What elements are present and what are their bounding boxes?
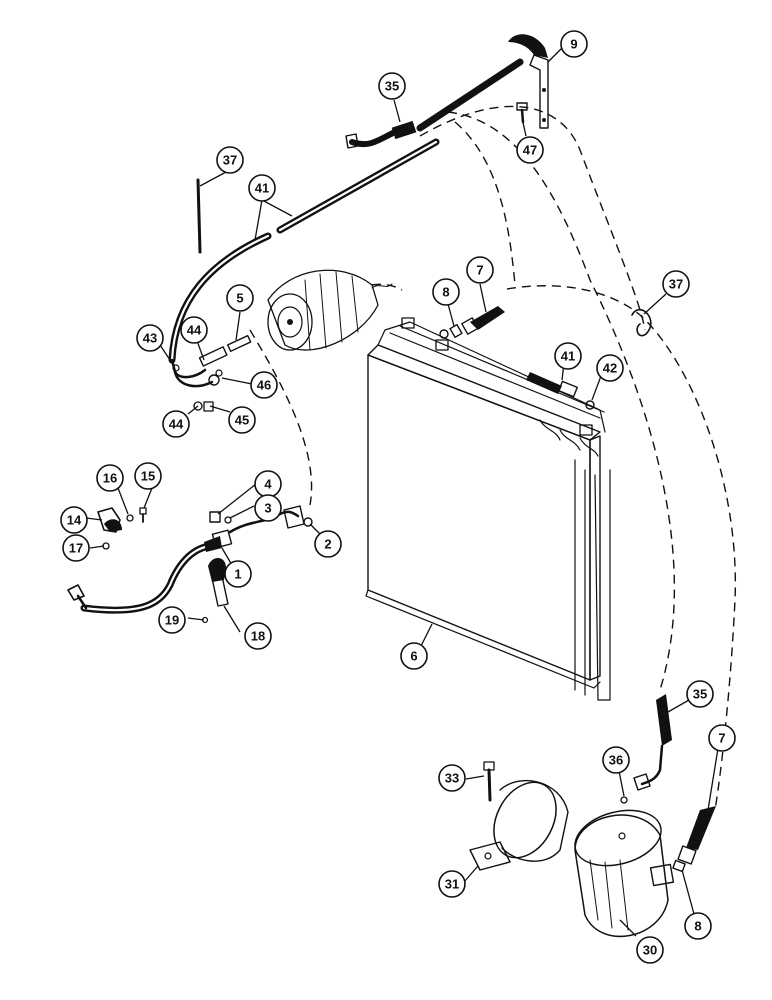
callout-label: 8 [442,285,449,300]
callout-41-upper: 41 [248,174,276,202]
callout-label: 19 [165,613,179,628]
callout-9: 9 [560,30,588,58]
callout-label: 8 [694,919,701,934]
compressor [267,269,393,351]
callout-37-clip: 37 [662,270,690,298]
callout-label: 1 [234,567,241,582]
callout-label: 2 [324,537,331,552]
callout-label: 3 [264,501,271,516]
callout-label: 46 [257,378,271,393]
rod-37 [196,178,202,254]
callout-8-lower: 8 [684,912,712,940]
callout-15: 15 [134,462,162,490]
callout-label: 16 [103,471,117,486]
fittings-group-upper-left [170,334,252,412]
callout-41-lower: 41 [554,342,582,370]
receiver-drier-30 [574,809,675,938]
callout-label: 14 [67,513,82,528]
callout-3: 3 [254,494,282,522]
callout-6: 6 [400,642,428,670]
callout-45: 45 [228,406,256,434]
callout-label: 44 [169,417,184,432]
fittings-lower-right [620,694,716,873]
callout-label: 33 [445,771,459,786]
bolt-33 [483,761,495,802]
callout-label: 44 [187,323,202,338]
hose-1-lower [67,505,305,614]
callout-35-top: 35 [378,72,406,100]
callout-label: 36 [609,753,623,768]
callout-7-lower: 7 [708,724,736,752]
hose-fitting-35-top [345,120,417,149]
hose-fitting-41-lower [526,372,595,410]
callout-17: 17 [62,534,90,562]
mounting-bracket-9 [508,34,549,129]
callout-46: 46 [250,371,278,399]
callout-1: 1 [224,560,252,588]
callout-label: 30 [643,943,657,958]
callout-label: 37 [223,153,237,168]
callout-31: 31 [438,870,466,898]
bracket-clamp-31 [469,779,569,871]
callout-14: 14 [60,506,88,534]
callout-33: 33 [438,764,466,792]
callout-36: 36 [602,746,630,774]
fitting-7-8-condenser [439,306,505,339]
callout-4: 4 [254,470,282,498]
callout-37-rod: 37 [216,146,244,174]
callout-label: 7 [718,731,725,746]
hose-41-upper [168,58,524,364]
callout-47: 47 [516,136,544,164]
callout-43: 43 [136,324,164,352]
callout-label: 17 [69,541,83,556]
callout-label: 37 [669,277,683,292]
callout-42: 42 [596,354,624,382]
callout-label: 9 [570,37,577,52]
callout-label: 41 [561,349,575,364]
callout-label: 6 [410,649,417,664]
callout-label: 41 [255,181,269,196]
callout-label: 4 [264,477,272,492]
condenser-6 [365,317,611,701]
callout-label: 42 [603,361,617,376]
callout-label: 5 [236,291,243,306]
callout-label: 15 [141,469,155,484]
callout-label: 18 [251,629,265,644]
callout-19: 19 [158,606,186,634]
callout-44-lower: 44 [162,410,190,438]
callout-label: 47 [523,143,537,158]
callout-8-top: 8 [432,278,460,306]
callout-label: 7 [476,263,483,278]
callout-label: 45 [235,413,249,428]
clip-37 [631,308,652,337]
callout-2: 2 [314,530,342,558]
callout-label: 43 [143,331,157,346]
callout-label: 31 [445,877,459,892]
callout-30: 30 [636,936,664,964]
callout-label: 35 [385,79,399,94]
callout-label: 35 [693,687,707,702]
callout-16: 16 [96,464,124,492]
callout-35-lower: 35 [686,680,714,708]
callout-44-upper: 44 [180,316,208,344]
callout-7-top: 7 [466,256,494,284]
small-parts-lower-left [97,507,313,624]
callout-5: 5 [226,284,254,312]
callout-18: 18 [244,622,272,650]
